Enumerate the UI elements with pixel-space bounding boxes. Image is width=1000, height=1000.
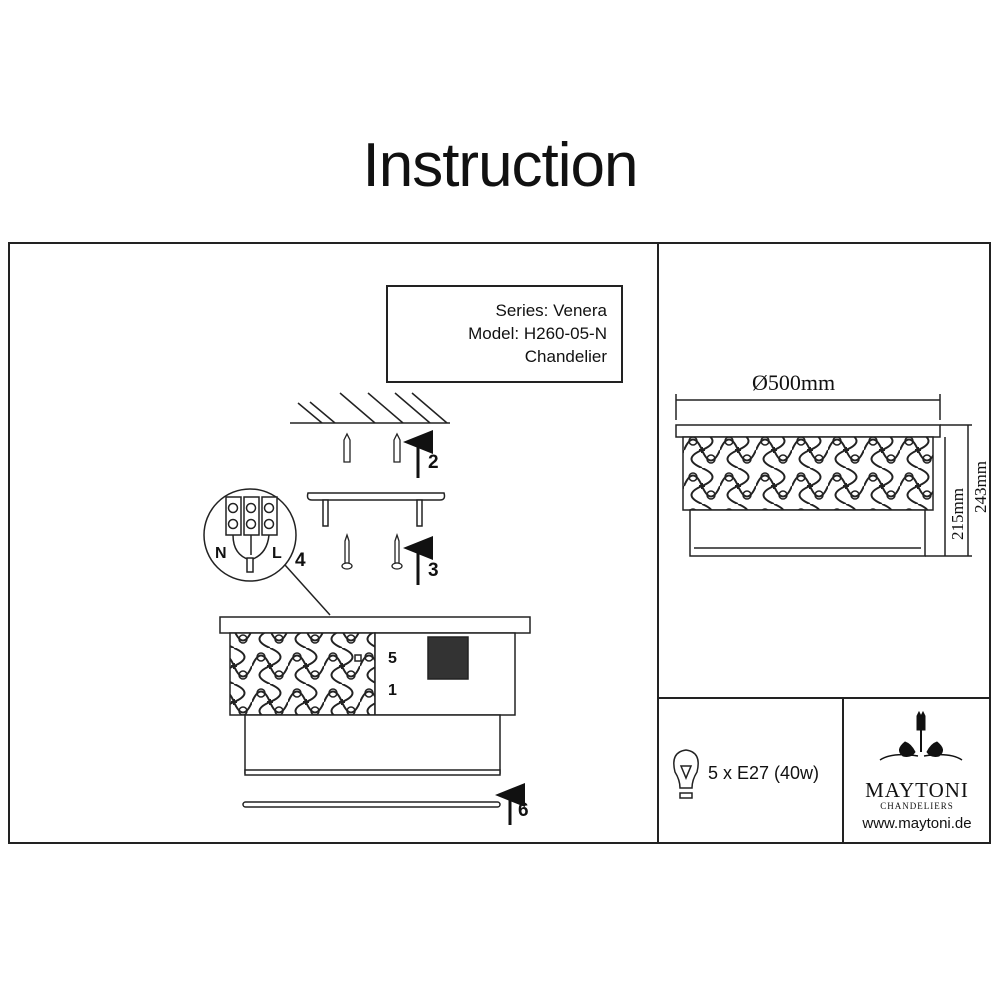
step-3-label: 3 [428, 560, 439, 581]
screw-icon [341, 532, 403, 570]
body-height-label: 215mm [948, 488, 967, 540]
step-5-label: 5 [388, 650, 397, 667]
terminal-block-detail [203, 488, 331, 616]
brand-subtitle: CHANDELIERS [880, 801, 954, 811]
instruction-frame [8, 242, 991, 844]
page-title: Instruction [362, 131, 638, 200]
product-type-label: Chandelier [524, 347, 607, 366]
brand-name: MAYTONI [865, 778, 969, 802]
model-label: Model: H260-05-N [468, 324, 607, 343]
diameter-label: Ø500mm [752, 370, 836, 395]
ceiling-icon [290, 392, 450, 424]
step-2-label: 2 [428, 452, 439, 473]
dimension-drawing [675, 394, 972, 557]
mounting-plate-icon [306, 492, 446, 527]
chandelier-assembly [219, 616, 531, 808]
step-4-label: 4 [295, 550, 306, 571]
product-info-box: Series: Venera Model: H260-05-N Chandeli… [386, 285, 623, 383]
brand-url[interactable]: www.maytoni.de [862, 815, 972, 832]
bulb-spec: 5 x E27 (40w) [708, 763, 820, 783]
frame-dividers [657, 242, 991, 844]
wall-anchor-icon [343, 432, 401, 463]
live-label: L [272, 545, 282, 562]
neutral-label: N [215, 545, 227, 562]
maytoni-logo-icon [879, 710, 963, 761]
step-1-label: 1 [388, 682, 397, 699]
total-height-label: 243mm [971, 461, 990, 513]
series-label: Series: Venera [495, 301, 607, 320]
step-6-label: 6 [518, 800, 529, 821]
bulb-icon [673, 749, 699, 799]
